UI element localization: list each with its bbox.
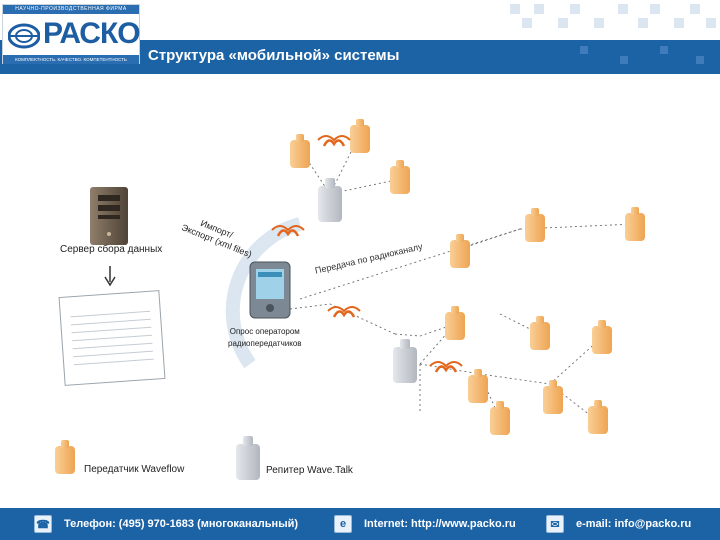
company-logo[interactable]: НАУЧНО-ПРОИЗВОДСТВЕННАЯ ФИРМА РАСКО КОМП… (2, 4, 141, 64)
footer-email-link[interactable]: e-mail: info@packo.ru (576, 518, 692, 530)
email-icon: ✉ (546, 515, 564, 533)
server-icon (90, 187, 128, 245)
browser-icon: e (334, 515, 352, 533)
logo-tagline-top: НАУЧНО-ПРОИЗВОДСТВЕННАЯ ФИРМА (3, 5, 139, 14)
operator-label-line2: радиопередатчиков (228, 339, 302, 348)
grid-decoration (510, 4, 716, 64)
footer-email[interactable]: ✉ e-mail: info@packo.ru (546, 515, 691, 533)
report-document-icon (58, 290, 166, 386)
legend-transmitter-label: Передатчик Waveflow (84, 464, 185, 475)
logo-mark-icon (8, 23, 40, 49)
background-arc (225, 217, 302, 369)
header: НАУЧНО-ПРОИЗВОДСТВЕННАЯ ФИРМА РАСКО КОМП… (0, 0, 720, 74)
legend-repeater-label: Репитер Wave.Talk (266, 465, 353, 476)
diagram-canvas (55, 119, 645, 480)
footer-internet[interactable]: e Internet: http://www.packo.ru (334, 515, 516, 533)
transmitter-nodes (290, 119, 645, 435)
footer-phone-text: Телефон: (495) 970-1683 (многоканальный) (64, 518, 299, 530)
footer-phone: ☎ Телефон: (495) 970-1683 (многоканальны… (34, 515, 298, 533)
connection-lines (289, 133, 636, 420)
handheld-terminal-icon (249, 261, 291, 319)
server-label: Сервер сбора данных (60, 244, 163, 255)
phone-icon: ☎ (34, 515, 52, 533)
footer: ☎ Телефон: (495) 970-1683 (многоканальны… (0, 508, 720, 540)
repeater-nodes (318, 178, 417, 383)
legend-transmitter-icon (55, 440, 75, 474)
logo-text: РАСКО (43, 17, 141, 50)
operator-label: Опрос оператором радиопередатчиков (228, 326, 302, 350)
logo-tagline-bottom: КОМПЛЕКТНОСТЬ. КАЧЕСТВО. КОМПЕТЕНТНОСТЬ (3, 55, 139, 64)
legend-repeater-icon (236, 436, 260, 480)
system-diagram: Сервер сбора данных Импорт/ Экспорт (xml… (0, 74, 720, 508)
page-title: Структура «мобильной» системы (148, 47, 400, 64)
operator-label-line1: Опрос оператором (229, 327, 300, 336)
footer-internet-link[interactable]: Internet: http://www.packo.ru (364, 518, 516, 530)
down-arrow-icon (104, 266, 116, 287)
